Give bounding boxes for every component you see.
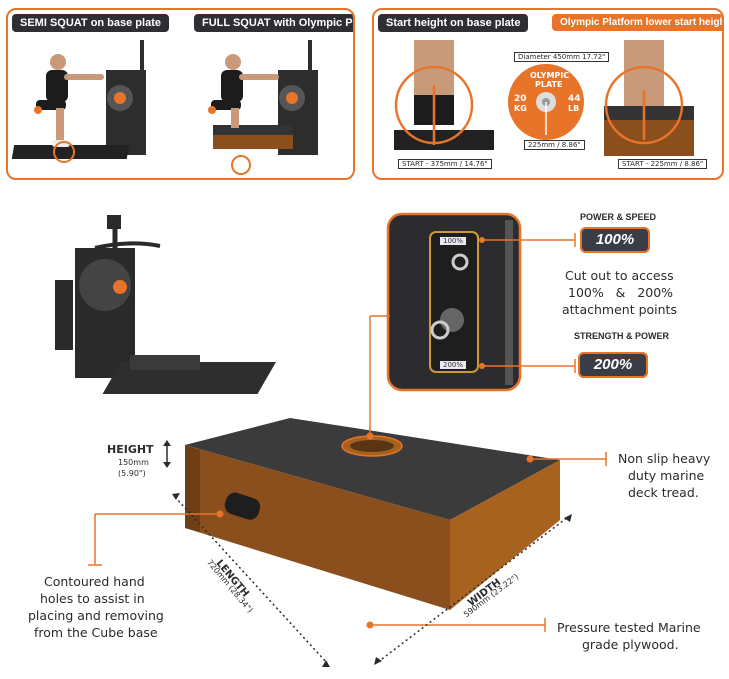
- strength-power-badge: 200%: [578, 352, 648, 378]
- full-squat-tag: FULL SQUAT with Olympic Platform: [194, 14, 353, 32]
- semi-squat-tag: SEMI SQUAT on base plate: [12, 14, 169, 32]
- plywood-line-2: grade plywood.: [582, 637, 679, 652]
- holes-line-4: from the Cube base: [34, 625, 158, 640]
- cutout-line-3: attachment points: [562, 302, 677, 317]
- tread-line-3: deck tread.: [628, 485, 699, 500]
- tread-top: [185, 418, 560, 520]
- start-base-label: START - 375mm / 14.76": [398, 159, 492, 169]
- holes-line-2: holes to assist in: [40, 591, 145, 606]
- inset-tag-200: 200%: [440, 361, 467, 369]
- plate-title-2: PLATE: [535, 80, 563, 89]
- cube-right-face: [450, 460, 560, 610]
- start-olympic-label: START - 225mm / 8.86": [618, 159, 708, 169]
- inset-tag-100: 100%: [440, 237, 467, 245]
- start-height-tag: Start height on base plate: [378, 14, 529, 32]
- cube-left-face: [185, 445, 450, 610]
- cutout-line-1: Cut out to access: [565, 268, 674, 283]
- plate-left-unit: KG: [514, 104, 527, 113]
- cutout-line-2: 100% & 200%: [568, 285, 674, 300]
- height-in: (5.90"): [118, 469, 146, 478]
- power-speed-caption: POWER & SPEED: [580, 212, 657, 222]
- strength-power-caption: STRENGTH & POWER: [574, 331, 670, 341]
- tread-line-2: duty marine: [628, 468, 705, 483]
- height-title: HEIGHT: [107, 443, 154, 456]
- plate-right-unit: LB: [568, 104, 580, 113]
- holes-line-3: placing and removing: [28, 608, 164, 623]
- plate-right-num: 44: [568, 94, 581, 104]
- plate-left-num: 20: [514, 94, 527, 104]
- squat-photos: [11, 40, 318, 175]
- start-height-panel: Start height on base plate Olympic Platf…: [372, 8, 724, 180]
- height-mm: 150mm: [118, 458, 149, 467]
- plate-diameter: Diameter 450mm 17.72": [514, 52, 610, 62]
- squat-comparison-panel: SEMI SQUAT on base plate FULL SQUAT with…: [6, 8, 355, 180]
- plate-title-1: OLYMPIC: [530, 71, 570, 80]
- start-height-photos: [394, 40, 694, 156]
- holes-line-1: Contoured hand: [44, 574, 145, 589]
- olympic-lower-tag: Olympic Platform lower start height: [552, 14, 722, 31]
- plywood-line-1: Pressure tested Marine: [557, 620, 701, 635]
- plate-bottom-label: 225mm / 8.86": [524, 140, 585, 150]
- tread-line-1: Non slip heavy: [618, 451, 711, 466]
- power-speed-badge: 100%: [580, 227, 650, 253]
